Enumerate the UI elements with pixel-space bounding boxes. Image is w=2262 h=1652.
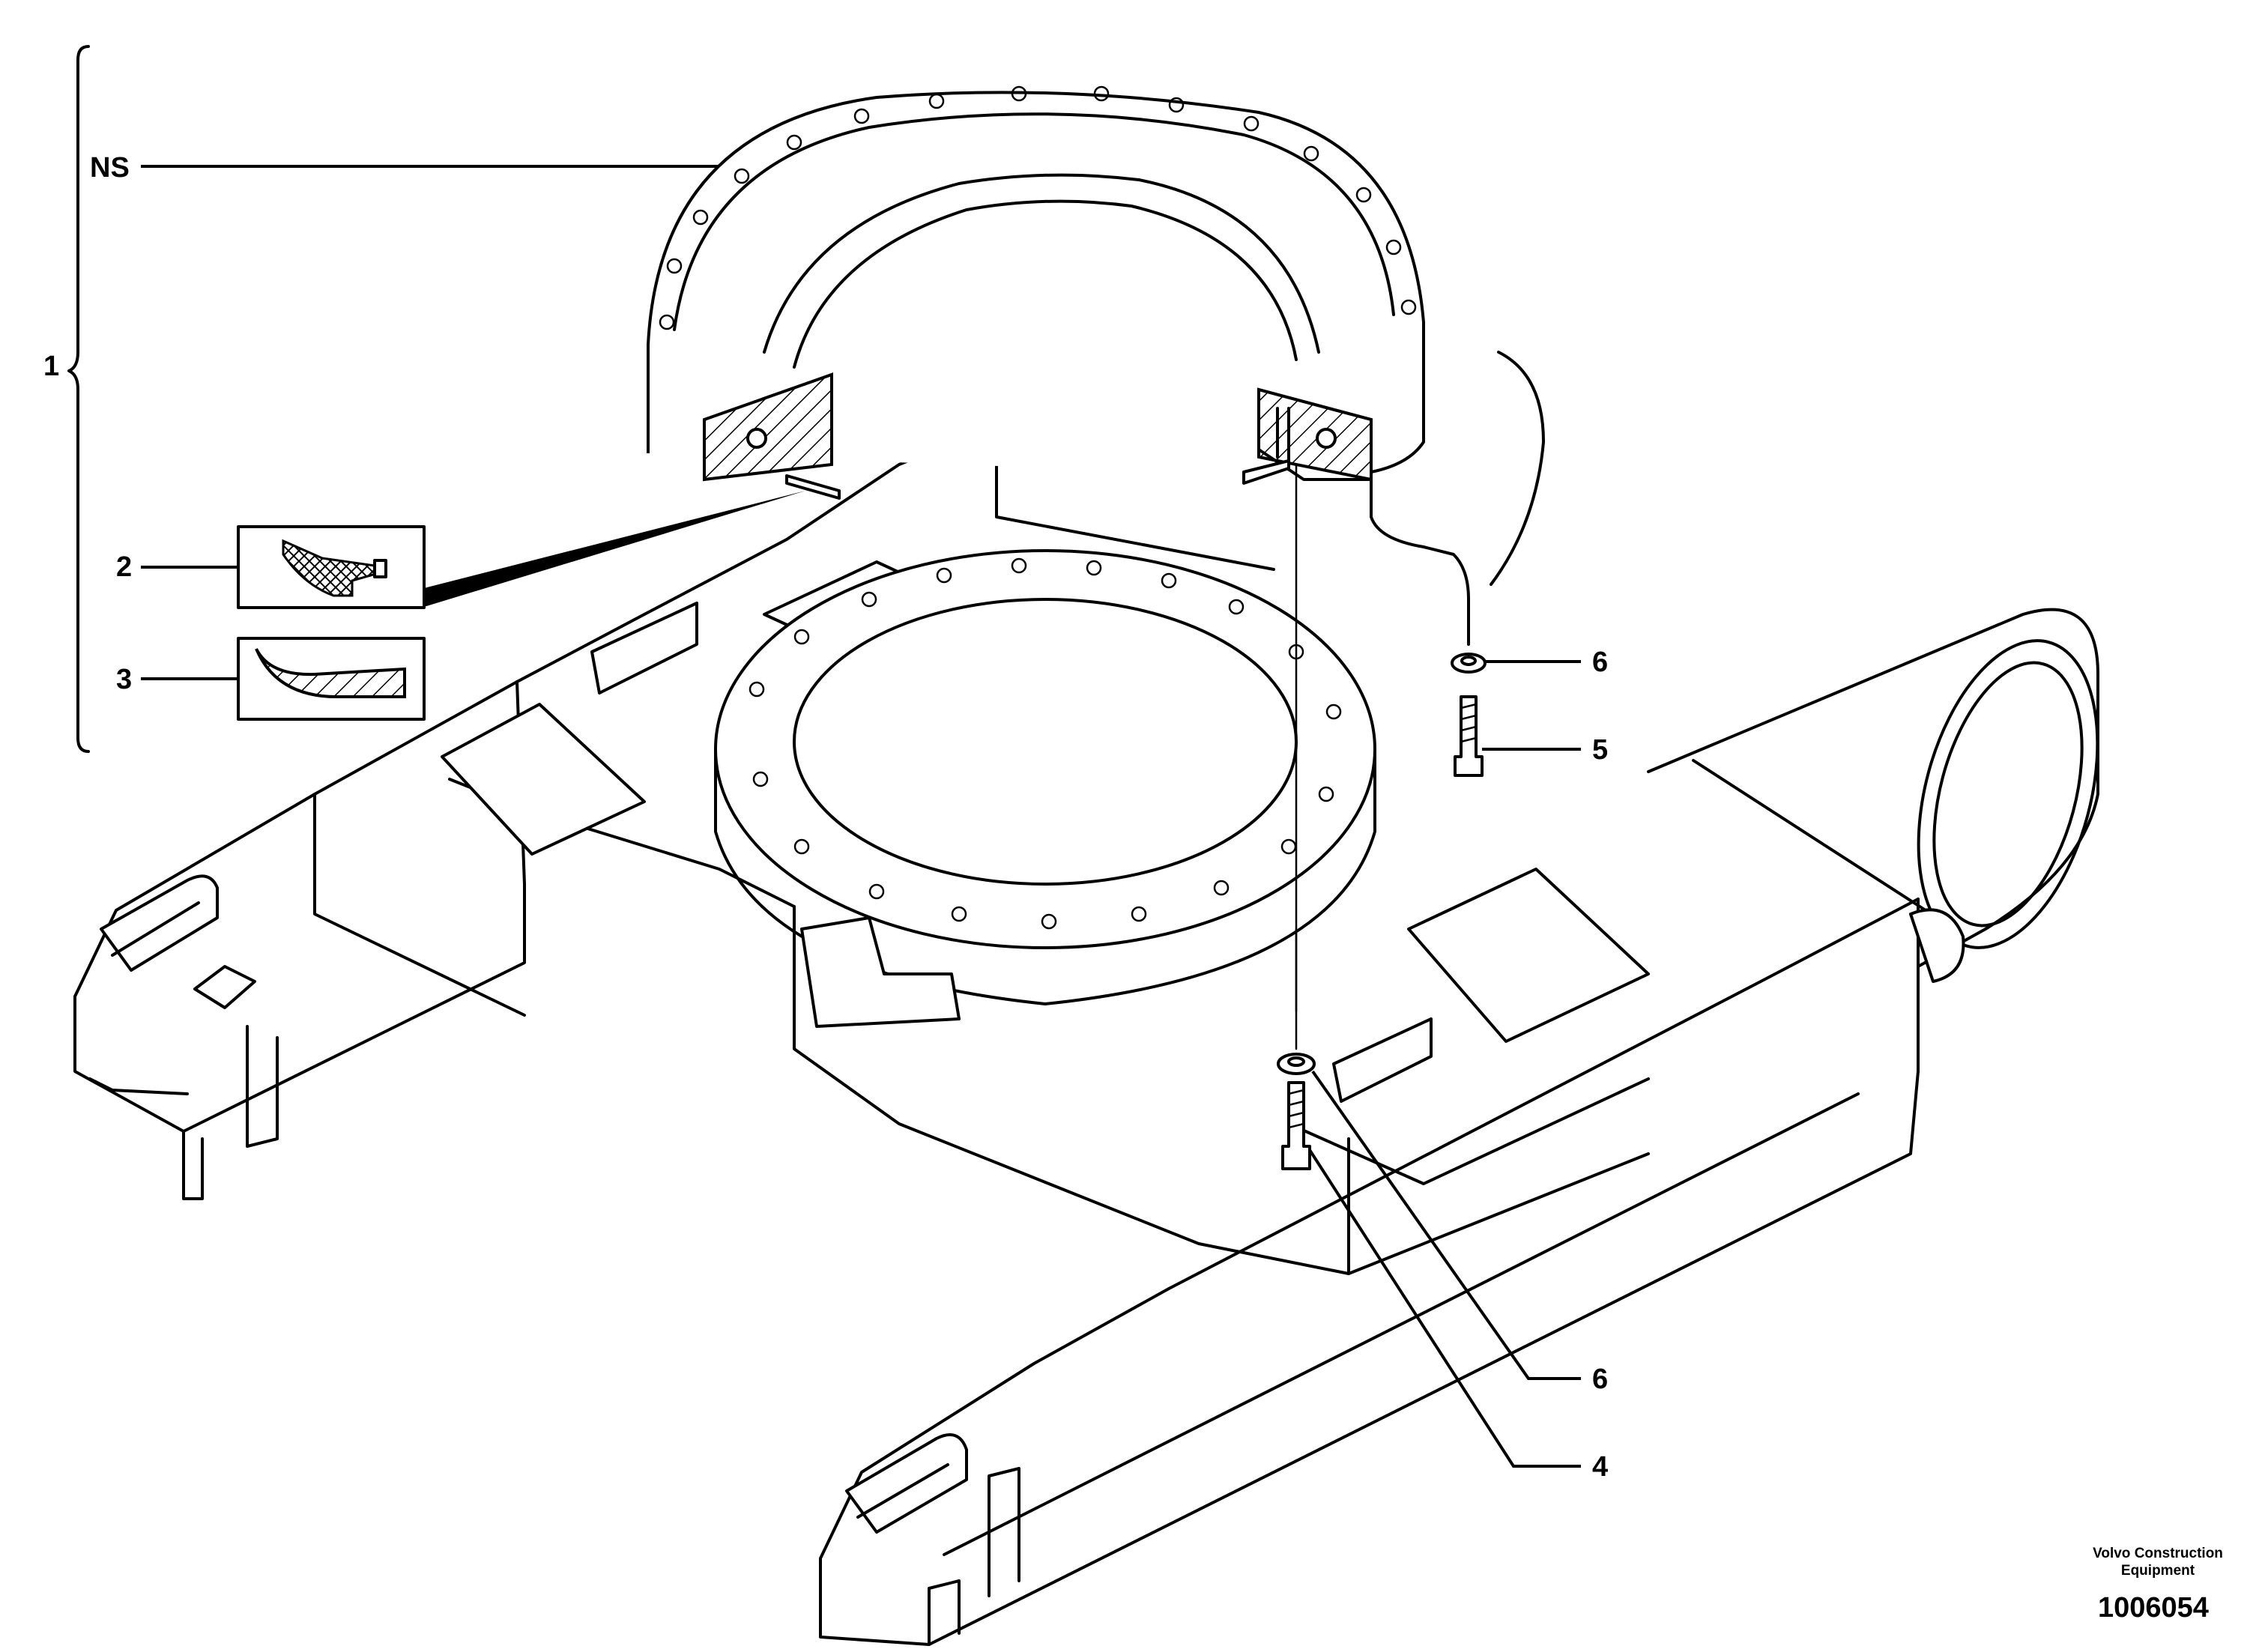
left-track-frame <box>73 613 646 1200</box>
brand-label: Volvo Construction Equipment <box>2068 1546 2248 1580</box>
callout-item-6-upper: 6 <box>1592 647 1609 678</box>
detail-2-pointer <box>424 491 805 607</box>
document-number: 1006054 <box>2098 1592 2209 1624</box>
bolt-4-lower <box>1277 463 1316 1170</box>
mounting-ring <box>714 549 1376 1028</box>
mounting-ring-holes <box>749 557 1342 930</box>
callout-item-3: 3 <box>116 664 133 695</box>
bolt-5-upper <box>1451 653 1487 777</box>
detail-seal-2 <box>237 525 426 609</box>
brand-line-1: Volvo Construction <box>2093 1546 2223 1561</box>
right-track-frame <box>819 898 1920 1646</box>
slewing-ring <box>647 91 1425 500</box>
callout-kit-1: 1 <box>43 351 60 382</box>
leader-4 <box>1308 1149 1581 1468</box>
callout-ns: NS <box>90 152 130 184</box>
sprocket-housing <box>1647 608 2099 983</box>
callout-item-6-lower: 6 <box>1592 1364 1609 1395</box>
callout-item-5: 5 <box>1592 734 1609 766</box>
callout-item-2: 2 <box>116 551 133 583</box>
callout-item-4: 4 <box>1592 1451 1609 1483</box>
detail-seal-3 <box>237 637 426 721</box>
slewing-ring-holes <box>659 85 1417 330</box>
kit-bracket <box>67 45 90 753</box>
leader-6-lower <box>1311 1070 1581 1380</box>
grease-hose <box>1370 351 1545 646</box>
brand-line-2: Equipment <box>2120 1562 2195 1579</box>
